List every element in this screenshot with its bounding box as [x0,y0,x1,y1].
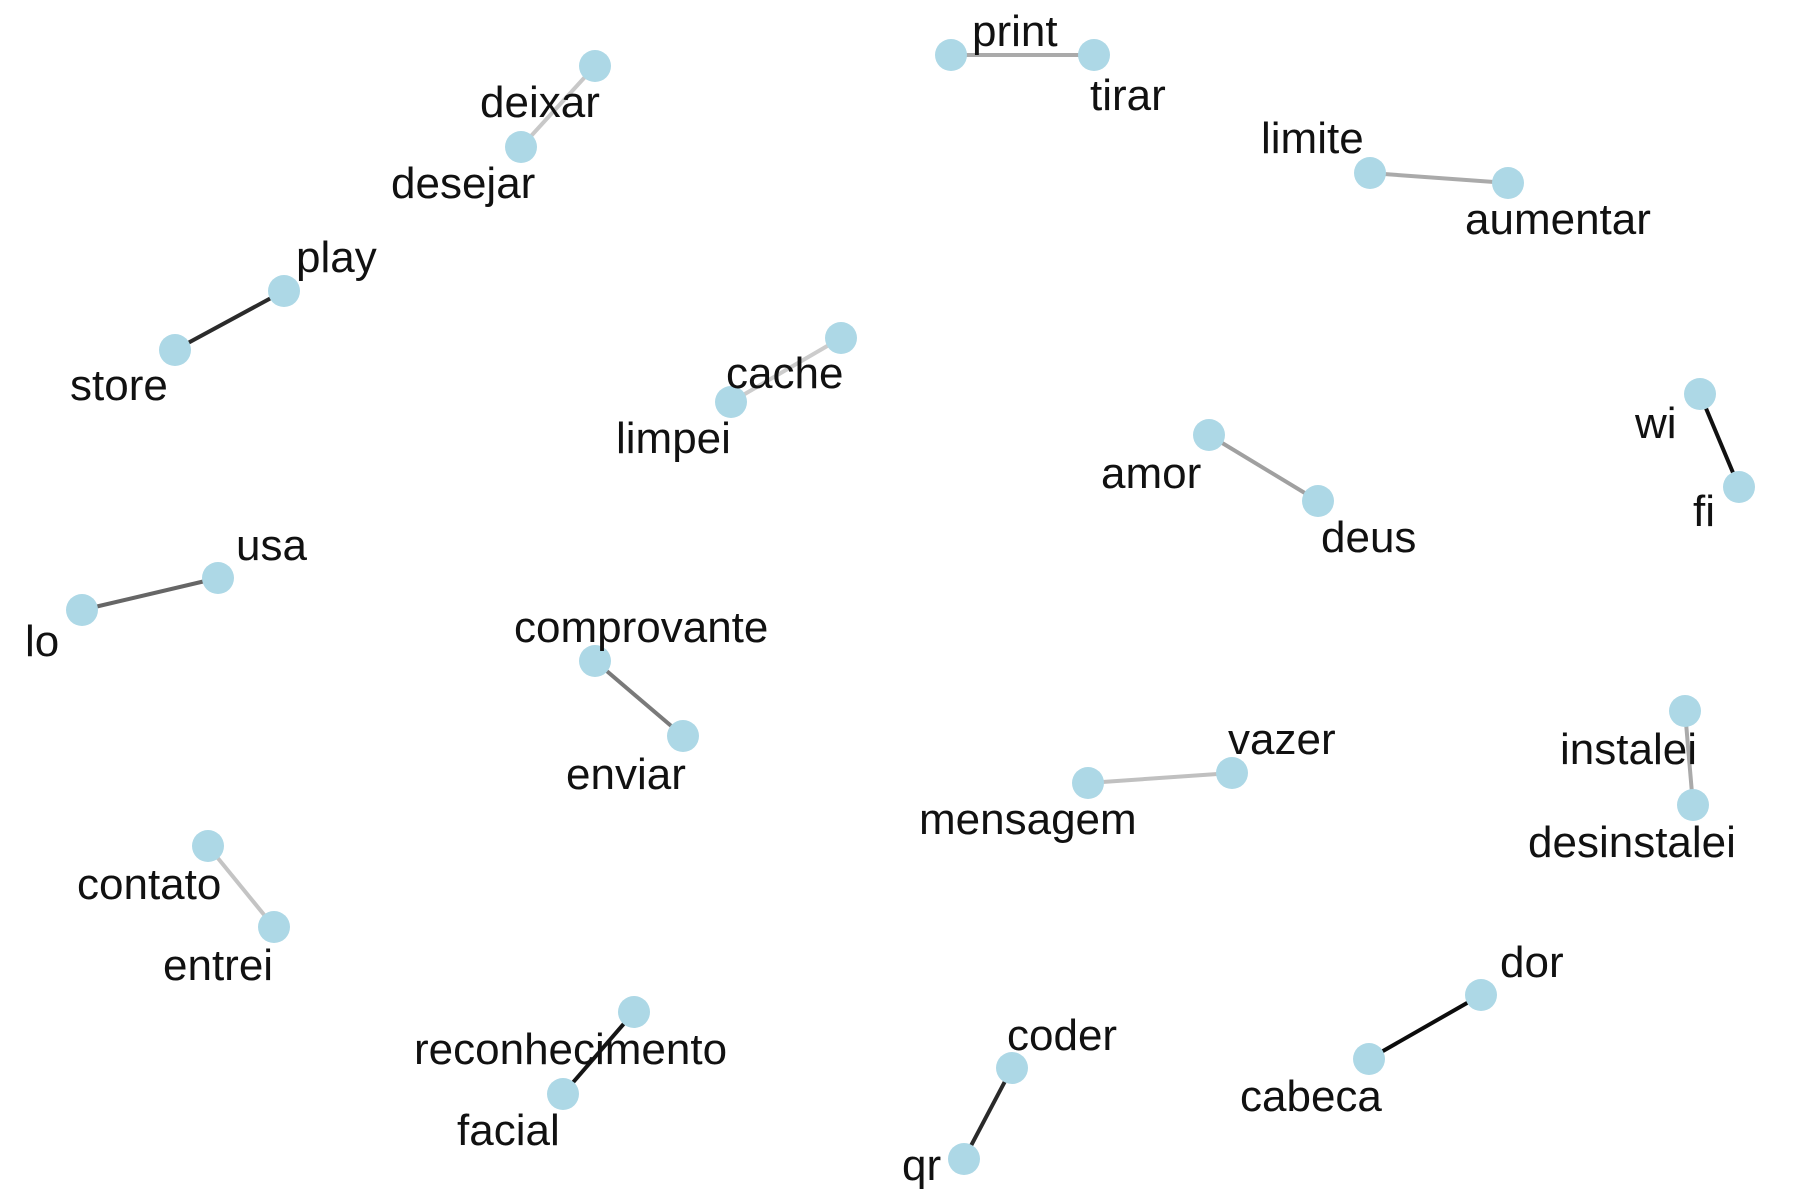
edge-cache-limpei [729,336,843,404]
node-label-store: store [70,361,168,410]
node-instalei [1669,695,1701,727]
node-label-print: print [972,7,1058,56]
node-label-comprovante: comprovante [514,603,768,652]
node-enviar [667,720,699,752]
edge-dor-cabeca [1368,993,1482,1061]
edge-contato-entrei [206,844,276,929]
node-facial [547,1078,579,1110]
node-qr [948,1143,980,1175]
node-label-cabeca: cabeca [1240,1072,1382,1121]
node-label-entrei: entrei [163,941,273,990]
node-contato [192,830,224,862]
node-label-desinstalei: desinstalei [1528,818,1736,867]
node-label-usa: usa [236,521,307,570]
node-label-deus: deus [1321,513,1416,562]
node-label-vazer: vazer [1228,715,1336,764]
node-label-fi: fi [1693,487,1715,536]
node-lo [66,594,98,626]
edge-deixar-desejar [519,64,597,149]
node-play [268,275,300,307]
node-label-amor: amor [1101,449,1201,498]
node-label-dor: dor [1500,938,1564,987]
node-deus [1302,485,1334,517]
edge-play-store [174,289,285,352]
node-desinstalei [1677,789,1709,821]
node-dor [1465,979,1497,1011]
node-label-tirar: tirar [1090,71,1166,120]
edge-reconhecimento-facial [561,1010,636,1096]
node-label-wi: wi [1634,399,1677,448]
node-label-limpei: limpei [616,414,731,463]
node-wi [1684,378,1716,410]
node-label-contato: contato [77,860,221,909]
node-label-limite: limite [1261,114,1364,163]
node-label-qr: qr [902,1141,941,1190]
node-label-play: play [296,233,377,282]
node-vazer [1216,757,1248,789]
node-entrei [258,911,290,943]
node-store [159,334,191,366]
labels-layer: deixar desejar print tirar limite aumentar pla… [25,7,1736,1190]
edge-comprovante-enviar [593,659,685,738]
edge-limite-aumentar [1369,171,1509,185]
node-label-aumentar: aumentar [1465,195,1651,244]
node-reconhecimento [618,996,650,1028]
node-label-desejar: desejar [391,159,535,208]
node-amor [1193,419,1225,451]
node-mensagem [1072,767,1104,799]
node-deixar [579,50,611,82]
node-cache [825,322,857,354]
node-label-cache: cache [726,349,843,398]
node-limpei [715,386,747,418]
edge-coder-qr [962,1067,1014,1160]
node-aumentar [1492,167,1524,199]
node-fi [1723,471,1755,503]
node-label-coder: coder [1007,1011,1117,1060]
node-label-deixar: deixar [480,78,600,127]
node-coder [996,1052,1028,1084]
edge-wi-fi [1698,393,1741,488]
edge-amor-deus [1207,433,1320,503]
nodes-layer [66,39,1755,1175]
edge-vazer-mensagem [1087,771,1233,785]
node-usa [202,562,234,594]
node-label-instalei: instalei [1560,725,1697,774]
node-limite [1354,157,1386,189]
node-label-lo: lo [25,617,59,666]
node-label-facial: facial [457,1106,560,1155]
node-print [935,39,967,71]
edge-usa-lo [81,576,219,612]
node-label-reconhecimento: reconhecimento [414,1025,727,1074]
node-label-enviar: enviar [566,750,686,799]
node-comprovante [579,645,611,677]
node-desejar [505,131,537,163]
node-tirar [1078,39,1110,71]
node-cabeca [1353,1043,1385,1075]
node-label-mensagem: mensagem [919,795,1137,844]
